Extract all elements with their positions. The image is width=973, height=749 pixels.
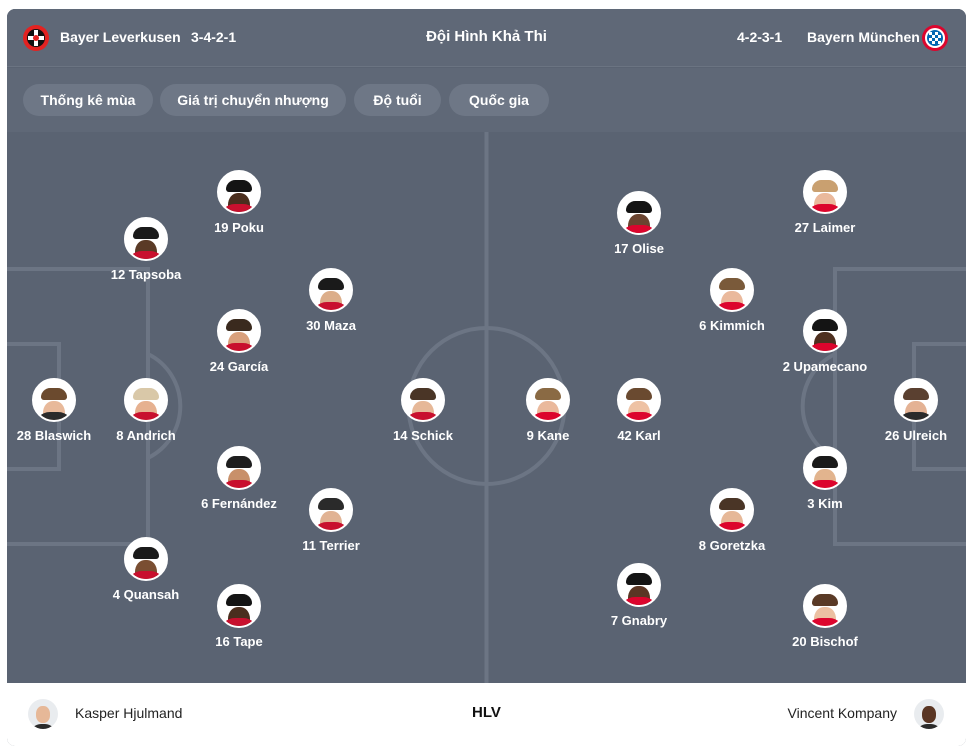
player-card[interactable]: 12 Tapsoba	[86, 217, 206, 282]
away-formation: 4-2-3-1	[737, 29, 783, 45]
player-name: 24 García	[209, 359, 269, 374]
leverkusen-crest-icon[interactable]	[22, 24, 50, 52]
home-team-name[interactable]: Bayer Leverkusen	[60, 29, 181, 45]
player-card[interactable]: 8 Goretzka	[672, 488, 792, 553]
player-name: 8 Andrich	[116, 428, 176, 443]
tab-nationality[interactable]: Quốc gia	[449, 84, 549, 116]
away-coach-avatar[interactable]	[914, 699, 944, 729]
bayern-crest-icon[interactable]	[921, 24, 949, 52]
away-team-name[interactable]: Bayern München	[807, 29, 920, 45]
lineup-card: Bayer Leverkusen 3-4-2-1 Đội Hình Khả Th…	[7, 9, 966, 746]
player-card[interactable]: 19 Poku	[179, 170, 299, 235]
player-avatar	[309, 488, 353, 532]
player-name: 4 Quansah	[112, 587, 180, 602]
player-avatar	[124, 217, 168, 261]
lineup-title: Đội Hình Khả Thi	[426, 28, 547, 45]
player-avatar	[217, 309, 261, 353]
player-avatar	[617, 563, 661, 607]
player-avatar	[32, 378, 76, 422]
player-name: 20 Bischof	[792, 634, 858, 649]
player-name: 19 Poku	[214, 220, 264, 235]
player-avatar	[217, 170, 261, 214]
tab-age[interactable]: Độ tuổi	[354, 84, 441, 116]
tab-season-stats[interactable]: Thống kê mùa	[23, 84, 153, 116]
lineup-header: Bayer Leverkusen 3-4-2-1 Đội Hình Khả Th…	[7, 9, 966, 67]
player-name: 8 Goretzka	[698, 538, 766, 553]
player-avatar	[309, 268, 353, 312]
player-name: 9 Kane	[526, 428, 570, 443]
home-coach-avatar[interactable]	[28, 699, 58, 729]
player-name: 6 Kimmich	[699, 318, 765, 333]
player-avatar	[894, 378, 938, 422]
home-coach-name[interactable]: Kasper Hjulmand	[75, 705, 183, 721]
player-card[interactable]: 6 Fernández	[179, 446, 299, 511]
player-card[interactable]: 24 García	[179, 309, 299, 374]
player-card[interactable]: 16 Tape	[179, 584, 299, 649]
player-name: 26 Ulreich	[884, 428, 948, 443]
player-name: 11 Terrier	[302, 538, 360, 553]
tab-market-value[interactable]: Giá trị chuyển nhượng	[160, 84, 346, 116]
player-name: 14 Schick	[393, 428, 453, 443]
player-card[interactable]: 17 Olise	[579, 191, 699, 256]
player-avatar	[217, 446, 261, 490]
player-name: 30 Maza	[306, 318, 356, 333]
player-card[interactable]: 30 Maza	[271, 268, 391, 333]
player-card[interactable]: 11 Terrier	[271, 488, 391, 553]
player-name: 27 Laimer	[794, 220, 856, 235]
player-avatar	[803, 446, 847, 490]
player-card[interactable]: 6 Kimmich	[672, 268, 792, 333]
coaches-footer: Kasper Hjulmand HLV Vincent Kompany	[7, 683, 966, 746]
player-name: 7 Gnabry	[610, 613, 668, 628]
player-avatar	[526, 378, 570, 422]
player-card[interactable]: 14 Schick	[363, 378, 483, 443]
player-name: 16 Tape	[215, 634, 263, 649]
player-avatar	[803, 170, 847, 214]
player-name: 28 Blaswich	[16, 428, 92, 443]
home-formation: 3-4-2-1	[191, 29, 237, 45]
player-card[interactable]: 2 Upamecano	[765, 309, 885, 374]
player-card[interactable]: 20 Bischof	[765, 584, 885, 649]
player-card[interactable]: 3 Kim	[765, 446, 885, 511]
player-name: 2 Upamecano	[782, 359, 868, 374]
player-avatar	[803, 584, 847, 628]
player-name: 6 Fernández	[201, 496, 277, 511]
player-card[interactable]: 4 Quansah	[86, 537, 206, 602]
player-card[interactable]: 9 Kane	[488, 378, 608, 443]
player-avatar	[710, 268, 754, 312]
player-avatar	[617, 378, 661, 422]
player-name: 17 Olise	[614, 241, 664, 256]
player-card[interactable]: 28 Blaswich	[7, 378, 114, 443]
player-avatar	[217, 584, 261, 628]
pitch: 28 Blaswich 12 Tapsoba 8 Andrich 4 Quans…	[7, 132, 966, 683]
player-name: 12 Tapsoba	[110, 267, 182, 282]
player-avatar	[401, 378, 445, 422]
player-card[interactable]: 8 Andrich	[86, 378, 206, 443]
player-avatar	[710, 488, 754, 532]
coach-label: HLV	[472, 704, 501, 721]
player-card[interactable]: 27 Laimer	[765, 170, 885, 235]
player-name: 42 Karl	[617, 428, 661, 443]
player-avatar	[124, 378, 168, 422]
player-avatar	[124, 537, 168, 581]
stat-tabs: Thống kê mùa Giá trị chuyển nhượng Độ tu…	[7, 68, 966, 132]
player-card[interactable]: 26 Ulreich	[856, 378, 966, 443]
player-card[interactable]: 42 Karl	[579, 378, 699, 443]
player-name: 3 Kim	[807, 496, 843, 511]
away-coach-name[interactable]: Vincent Kompany	[787, 705, 897, 721]
player-card[interactable]: 7 Gnabry	[579, 563, 699, 628]
player-avatar	[803, 309, 847, 353]
player-avatar	[617, 191, 661, 235]
